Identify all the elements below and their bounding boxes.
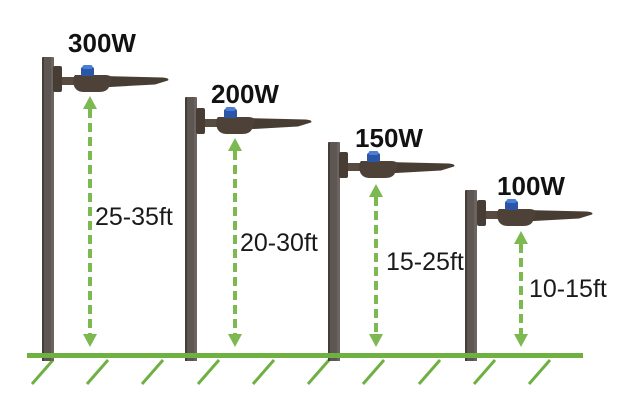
arrow-up-icon: [83, 96, 97, 109]
pole-100w: [465, 190, 477, 361]
height-range-label-150w: 15-25ft: [386, 248, 464, 276]
arrow-up-icon: [369, 184, 383, 197]
street-light-fixture-icon-300w: [53, 65, 169, 92]
arrow-down-icon: [228, 334, 242, 347]
arrow-dashed-shaft: [88, 109, 92, 334]
height-range-label-200w: 20-30ft: [240, 229, 318, 257]
arrow-down-icon: [369, 334, 383, 347]
wattage-label-150w: 150W: [355, 123, 423, 153]
height-arrow-100w: [514, 231, 528, 347]
height-range-label-300w: 25-35ft: [95, 203, 173, 231]
arrow-up-icon: [514, 231, 528, 244]
arrow-dashed-shaft: [519, 244, 523, 334]
street-light-fixture-icon-200w: [196, 107, 312, 134]
wattage-label-100w: 100W: [497, 171, 565, 201]
height-arrow-300w: [83, 96, 97, 347]
height-arrow-200w: [228, 138, 242, 347]
arrow-down-icon: [514, 334, 528, 347]
arrow-dashed-shaft: [233, 151, 237, 334]
street-light-fixture-icon-150w: [339, 151, 455, 178]
arrow-dashed-shaft: [374, 197, 378, 334]
ground-hatching: [30, 359, 552, 385]
pole-300w: [42, 57, 54, 361]
pole-150w: [328, 142, 340, 361]
street-light-fixture-icon-100w: [477, 199, 593, 226]
ground-line: [27, 353, 583, 358]
arrow-down-icon: [83, 334, 97, 347]
height-range-label-100w: 10-15ft: [529, 275, 607, 303]
height-arrow-150w: [369, 184, 383, 347]
wattage-label-200w: 200W: [211, 79, 279, 109]
pole-200w: [185, 97, 197, 361]
wattage-label-300w: 300W: [68, 28, 136, 58]
arrow-up-icon: [228, 138, 242, 151]
